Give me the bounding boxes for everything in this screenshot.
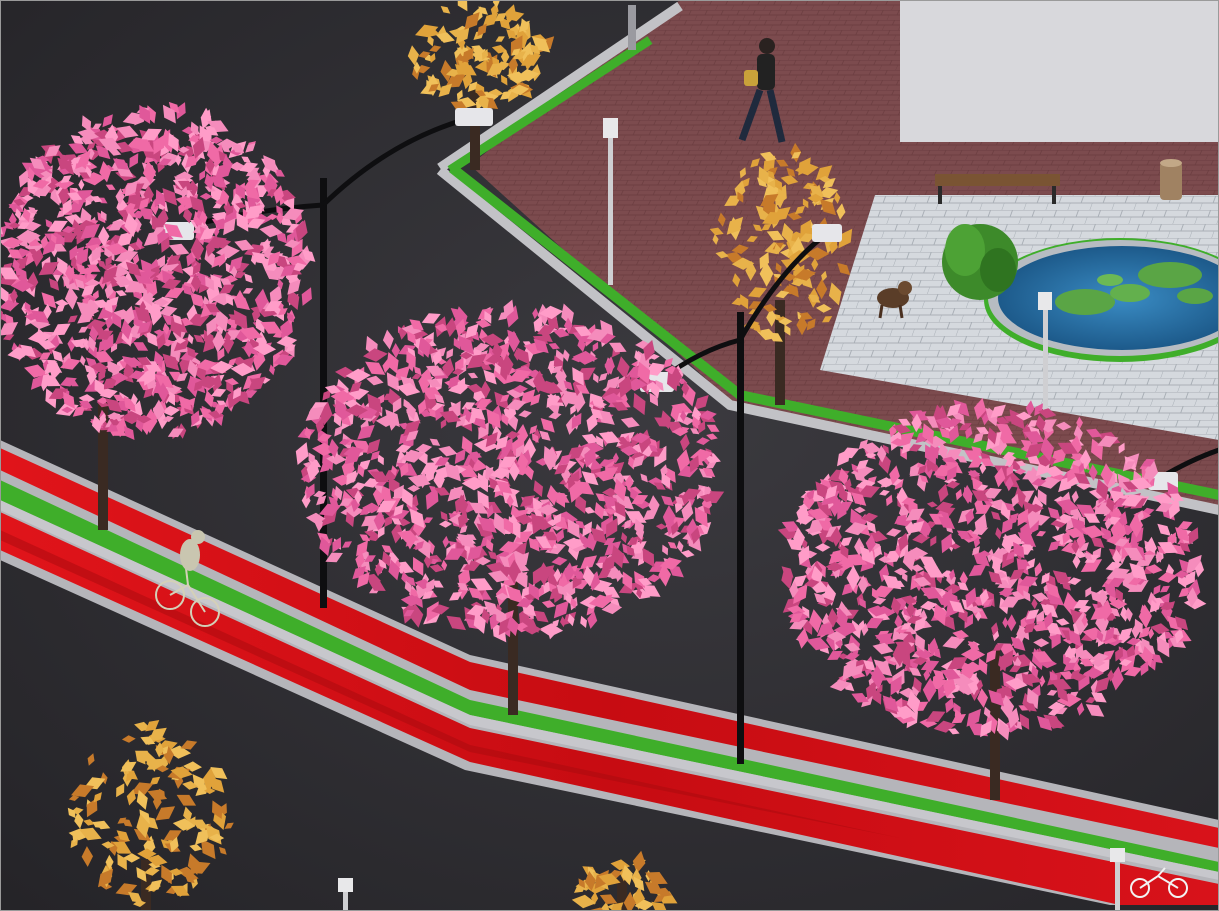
plaza-grass-top	[447, 36, 653, 174]
park-bench	[935, 174, 1060, 204]
cherry-blossom-tree	[0, 101, 316, 530]
cherry-blossom-tree	[777, 398, 1207, 800]
cherry-blossom-tree	[295, 299, 725, 715]
pedestrian	[738, 38, 786, 143]
building-wall	[900, 0, 1219, 142]
bike-lane-marking	[1130, 867, 1188, 898]
autumn-tree	[571, 850, 678, 911]
autumn-tree	[67, 720, 234, 911]
cyclist	[155, 530, 220, 627]
autumn-tree	[407, 0, 555, 170]
small-lamp	[338, 878, 353, 911]
autumn-tree	[709, 142, 853, 405]
shrub	[942, 224, 1018, 300]
plaza-lamp	[1038, 292, 1052, 415]
small-lamp	[1110, 848, 1125, 911]
plaza-lamp	[628, 5, 636, 50]
trash-bin	[1160, 159, 1182, 200]
plaza-lamp	[603, 118, 618, 285]
bike-lane	[0, 440, 1219, 905]
dog	[877, 281, 912, 319]
